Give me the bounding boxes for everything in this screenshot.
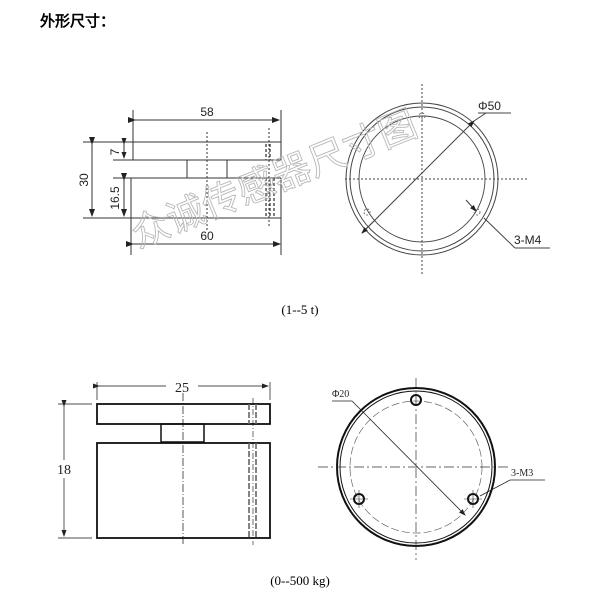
dim-body-height: 16.5 [108,186,122,210]
hole-spec-m3: 3-M3 [511,468,533,479]
dim-bottom-width: 60 [200,229,214,243]
caption-small-range: (0--500 kg) [270,573,330,588]
dim-width-25: 25 [175,381,189,396]
hole-spec-m4: 3-M4 [514,233,542,247]
small-top-view [318,378,545,560]
dim-total-height: 30 [77,173,91,187]
small-side-view [58,382,271,546]
dim-plate-thickness: 7 [108,148,122,155]
caption-large-range: (1--5 t) [281,302,319,317]
dim-diameter-20: Φ20 [332,389,349,400]
large-side-view [83,110,282,255]
dim-top-width: 58 [200,105,214,119]
dim-diameter-50: Φ50 [478,99,501,113]
page-heading: 外形尺寸： [40,12,116,30]
large-top-view [345,84,550,274]
dim-height-18: 18 [57,463,71,478]
